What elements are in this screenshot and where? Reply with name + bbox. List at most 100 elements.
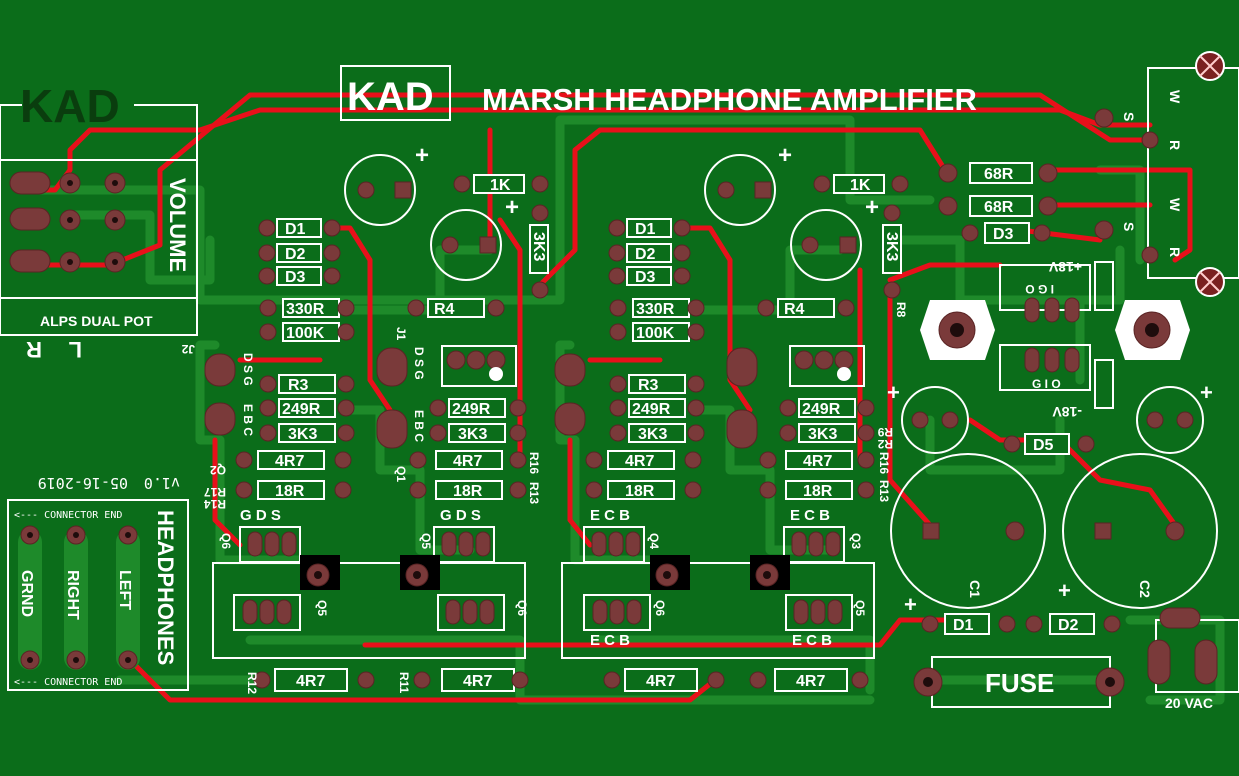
- out-68r-b: 68R: [984, 199, 1014, 216]
- l-r14-label: R14: [204, 497, 226, 511]
- l-dsg-2: D S G: [412, 347, 426, 380]
- ps-r2-label: R2: [877, 437, 893, 451]
- hp-pin-right: RIGHT: [64, 570, 81, 620]
- r-r-100k: 100K: [636, 325, 675, 342]
- r-ecb-2: E C B: [790, 507, 830, 524]
- ps-r13-label: R13: [877, 480, 891, 502]
- r-r-3k3-vert: 3K3: [883, 232, 900, 261]
- svg-text:+: +: [778, 142, 792, 169]
- r-r-330r: 330R: [636, 301, 675, 318]
- l-q2-label: Q2: [210, 463, 226, 477]
- volume-pot: ALPS DUAL POT VOLUME R L KAD: [0, 73, 198, 362]
- l-q5-label: Q5: [419, 533, 433, 549]
- l-q6b-label: Q6: [515, 600, 529, 616]
- l-r-4r7-a: 4R7: [275, 453, 304, 470]
- reg-pos-pins: I G O: [1025, 282, 1054, 296]
- out-s1: S: [1121, 112, 1137, 121]
- l-r16-label: R16: [527, 452, 541, 474]
- left-channel: + + D1 D2 D3 330R 100K R4 1K 3K3 R3 249R…: [181, 142, 908, 694]
- heatsink-right: [1115, 300, 1190, 360]
- l-r-3k3: 3K3: [288, 426, 317, 443]
- l-r-3k3-vert: 3K3: [530, 232, 547, 261]
- r-r-3k3: 3K3: [638, 426, 667, 443]
- logo: KAD: [347, 75, 434, 119]
- svg-text:+: +: [415, 142, 429, 169]
- l-r12-value: 4R7: [296, 673, 325, 690]
- hp-pin-ground: GRND: [18, 570, 35, 617]
- r-r12-value: 4R7: [646, 673, 675, 690]
- l-q1-label: Q1: [394, 466, 408, 482]
- r-q6b-label: Q6: [653, 600, 667, 616]
- l-r13-label: R13: [527, 482, 541, 504]
- r-d1: D1: [635, 221, 656, 238]
- l-r17-label: R17: [204, 485, 226, 499]
- r-r-1k: 1K: [850, 177, 871, 194]
- heatsink-left: [920, 300, 995, 360]
- headphones-label: HEADPHONES: [153, 510, 178, 665]
- r-q4-label: Q4: [647, 533, 661, 549]
- r-r4: R4: [784, 301, 805, 318]
- r-ecb-4: E C B: [792, 632, 832, 649]
- l-j2: J2: [181, 342, 195, 356]
- r-r11-value: 4R7: [796, 673, 825, 690]
- svg-text:+: +: [904, 592, 917, 617]
- l-r4: R4: [434, 301, 455, 318]
- l-r-18r-b: 18R: [453, 483, 483, 500]
- svg-text:+: +: [887, 380, 900, 405]
- mirrored-logo: KAD: [20, 80, 120, 132]
- svg-text:+: +: [505, 194, 519, 221]
- l-ebc-2: E B C: [412, 410, 426, 442]
- out-r2: R: [1167, 247, 1183, 257]
- logo-box: [340, 65, 451, 121]
- r-q3-label: Q3: [849, 533, 863, 549]
- r-d2: D2: [635, 246, 656, 263]
- l-dsg-1: D S G: [241, 353, 255, 386]
- out-w2: W: [1167, 198, 1183, 212]
- ps-d5: D5: [1033, 437, 1054, 454]
- rail-negative: -18V: [1052, 404, 1082, 420]
- r-r-3k3-b: 3K3: [808, 426, 837, 443]
- r-r-249r-b: 249R: [802, 401, 841, 418]
- l-d3: D3: [285, 269, 306, 286]
- l-d2: D2: [285, 246, 306, 263]
- cap-c1: C1: [967, 580, 983, 598]
- l-r-249r: 249R: [282, 401, 321, 418]
- fuse-label: FUSE: [985, 668, 1054, 698]
- svg-text:+: +: [865, 194, 879, 221]
- hp-pin-left: LEFT: [116, 570, 133, 610]
- headphone-connector: <--- CONNECTOR END <--- CONNECTOR END GR…: [7, 499, 189, 691]
- ps-d2: D2: [1058, 617, 1079, 634]
- ps-d1: D1: [953, 617, 974, 634]
- r-r-249r: 249R: [632, 401, 671, 418]
- l-r-3k3-b: 3K3: [458, 426, 487, 443]
- ps-r16-label: R16: [877, 452, 891, 474]
- right-channel: + + D1 D2 D3 330R 100K R4 1K 3K3 R3 249R…: [554, 142, 909, 692]
- l-r11-value: 4R7: [463, 673, 492, 690]
- out-68r-a: 68R: [984, 166, 1014, 183]
- l-j1: J1: [394, 327, 408, 341]
- l-q5b-label: Q5: [315, 600, 329, 616]
- board-version: v1.0: [144, 474, 180, 492]
- l-r11-label: R11: [397, 672, 411, 694]
- l-d1: D1: [285, 221, 306, 238]
- svg-text:+: +: [1200, 380, 1213, 405]
- l-q6-label: Q6: [219, 533, 233, 549]
- r-r3: R3: [638, 377, 659, 394]
- r-r-18r-b: 18R: [803, 483, 833, 500]
- connector-end-bottom: <--- CONNECTOR END: [14, 677, 122, 688]
- l-r-18r-a: 18R: [275, 483, 305, 500]
- volume-label: VOLUME: [165, 178, 190, 272]
- power-supply: 68R 68R D3 W S R W S R +18V -18V I G O G…: [877, 51, 1239, 711]
- pot-channel-l: L: [69, 337, 82, 362]
- r-r-4r7-b: 4R7: [803, 453, 832, 470]
- rail-positive: +18V: [1048, 259, 1082, 275]
- l-ebc-1: E B C: [241, 404, 255, 436]
- pot-label: ALPS DUAL POT: [40, 313, 153, 329]
- l-gds-2: G D S: [440, 507, 481, 524]
- r-d3: D3: [635, 269, 656, 286]
- out-w1: W: [1167, 90, 1183, 104]
- connector-end-top: <--- CONNECTOR END: [14, 510, 122, 521]
- vac-label: 20 VAC: [1165, 695, 1213, 711]
- ps-r9-label: R9: [877, 425, 893, 439]
- svg-text:+: +: [1058, 578, 1071, 603]
